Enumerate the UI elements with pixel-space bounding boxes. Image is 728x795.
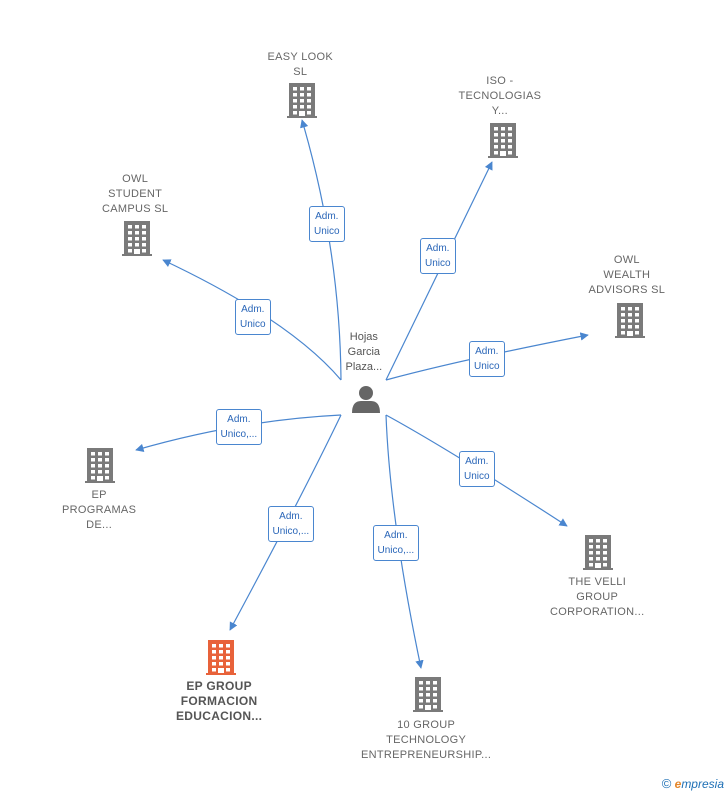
edge-label-ep-programas[interactable]: Adm. Unico,... bbox=[215, 409, 263, 445]
building-icon-easy-look[interactable] bbox=[287, 83, 317, 118]
building-icon-10-group[interactable] bbox=[413, 677, 443, 712]
edge-iso-tecnologias bbox=[385, 161, 493, 381]
company-label-the-velli[interactable]: THE VELLI GROUP CORPORATION... bbox=[550, 576, 645, 618]
edge-label-iso-tecnologias[interactable]: Adm. Unico bbox=[420, 238, 456, 274]
company-label-ep-group[interactable]: EP GROUP FORMACION EDUCACION... bbox=[176, 679, 263, 723]
building-icon-owl-student[interactable] bbox=[122, 221, 152, 256]
person-name-line: Hojas bbox=[349, 331, 378, 343]
edge-owl-student bbox=[162, 259, 342, 381]
company-label-owl-wealth[interactable]: OWL WEALTH ADVISORS SL bbox=[588, 254, 666, 296]
building-icon-iso-tecnologias[interactable] bbox=[488, 123, 518, 158]
company-label-10-group[interactable]: 10 GROUP TECHNOLOGY ENTREPRENEURSHIP... bbox=[361, 719, 492, 761]
company-label-ep-programas[interactable]: EP PROGRAMAS DE... bbox=[62, 489, 137, 531]
building-icon-the-velli[interactable] bbox=[583, 535, 613, 570]
edge-label-10-group[interactable]: Adm. Unico,... bbox=[372, 525, 420, 561]
company-label-iso-tecnologias[interactable]: ISO - TECNOLOGIAS Y... bbox=[458, 75, 542, 117]
person-icon[interactable] bbox=[352, 386, 380, 413]
edge-label-easy-look[interactable]: Adm. Unico bbox=[309, 206, 345, 242]
company-label-owl-student[interactable]: OWL STUDENT CAMPUS SL bbox=[102, 173, 169, 215]
building-icon-ep-group[interactable] bbox=[206, 640, 236, 675]
person-name-line: Garcia bbox=[347, 346, 381, 358]
edge-label-owl-wealth[interactable]: Adm. Unico bbox=[469, 341, 505, 377]
edge-label-owl-student[interactable]: Adm. Unico bbox=[235, 299, 271, 335]
building-icon-owl-wealth[interactable] bbox=[615, 303, 645, 338]
edge-label-ep-group[interactable]: Adm. Unico,... bbox=[267, 506, 315, 542]
person-name-line: Plaza... bbox=[345, 361, 383, 373]
building-icon-ep-programas[interactable] bbox=[85, 448, 115, 483]
company-label-easy-look[interactable]: EASY LOOK SL bbox=[267, 51, 333, 78]
empresia-logo: © empresia bbox=[661, 776, 724, 791]
edge-label-the-velli[interactable]: Adm. Unico bbox=[459, 451, 495, 487]
edge-easy-look bbox=[300, 119, 342, 381]
